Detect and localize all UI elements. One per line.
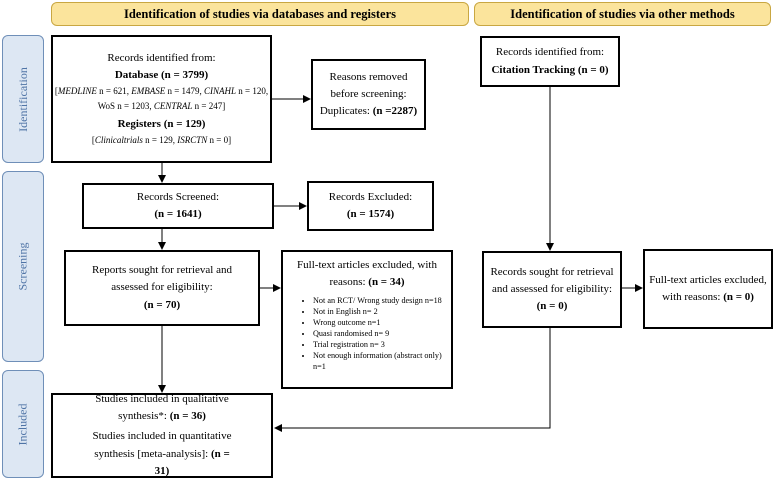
other-retrieval-line1: Records sought for retrieval bbox=[490, 265, 614, 278]
other-excluded-count: with reasons: (n = 0) bbox=[662, 291, 754, 303]
header-other-text: Identification of studies via other meth… bbox=[510, 6, 735, 21]
citation-tracking-count: Citation Tracking (n = 0) bbox=[491, 63, 609, 76]
phase-identification: Identification bbox=[2, 35, 44, 163]
other-records-identified-box: Records identified from: Citation Tracki… bbox=[480, 36, 620, 87]
database-breakdown-line1: [MEDLINE n = 621, EMBASE n = 1479, CINAH… bbox=[54, 86, 269, 97]
arrow-other-to-included bbox=[274, 328, 551, 432]
phase-screening: Screening bbox=[2, 171, 44, 362]
excluded-title: Records Excluded: bbox=[328, 190, 413, 203]
records-screened-box: Records Screened: (n = 1641) bbox=[82, 183, 274, 229]
qualitative-count: synthesis*: (n = 36) bbox=[118, 410, 206, 423]
records-identified-title: Records identified from: bbox=[107, 52, 216, 65]
list-item: Not an RCT/ Wrong study design n=18 bbox=[313, 295, 447, 306]
retrieval-count: (n = 70) bbox=[143, 298, 181, 311]
other-retrieval-count: (n = 0) bbox=[536, 300, 568, 313]
other-retrieval-line2: and assessed for eligibility: bbox=[491, 282, 613, 295]
records-excluded-box: Records Excluded: (n = 1574) bbox=[307, 181, 434, 231]
records-identified-box: Records identified from: Database (n = 3… bbox=[51, 35, 272, 163]
header-databases: Identification of studies via databases … bbox=[51, 2, 469, 26]
removed-line1: Reasons removed bbox=[329, 70, 408, 83]
list-item: Quasi randomised n= 9 bbox=[313, 328, 447, 339]
header-other-methods: Identification of studies via other meth… bbox=[474, 2, 771, 26]
fulltext-excluded-line1: Full-text articles excluded, with bbox=[297, 259, 437, 271]
removed-line2: before screening: bbox=[330, 87, 407, 100]
duplicates-count: Duplicates: (n =2287) bbox=[319, 105, 418, 118]
list-item: Not enough information (abstract only) n… bbox=[313, 350, 447, 372]
list-item: Not in English n= 2 bbox=[313, 306, 447, 317]
other-fulltext-excluded-box: Full-text articles excluded, with reason… bbox=[643, 249, 773, 329]
database-breakdown-line2: WoS n = 1203, CENTRAL n = 247] bbox=[97, 100, 226, 111]
retrieval-line1: Reports sought for retrieval and bbox=[92, 264, 232, 277]
list-item: Trial registration n= 3 bbox=[313, 339, 447, 350]
retrieval-line2: assessed for eligibility: bbox=[111, 281, 213, 294]
database-count: Database (n = 3799) bbox=[114, 69, 209, 82]
qualitative-line1: Studies included in qualitative bbox=[95, 393, 229, 406]
fulltext-excluded-box: Full-text articles excluded, with reason… bbox=[281, 250, 453, 389]
quantitative-line1: Studies included in quantitative bbox=[92, 430, 232, 443]
header-databases-text: Identification of studies via databases … bbox=[123, 6, 396, 21]
other-records-title: Records identified from: bbox=[495, 46, 605, 59]
other-excluded-line1: Full-text articles excluded, bbox=[649, 273, 767, 286]
removed-before-screening-box: Reasons removed before screening: Duplic… bbox=[311, 59, 426, 130]
registers-breakdown: [Clinicaltrials n = 129, ISRCTN n = 0] bbox=[91, 135, 232, 146]
other-retrieval-box: Records sought for retrieval and assesse… bbox=[482, 251, 622, 328]
list-item: Wrong outcome n=1 bbox=[313, 317, 447, 328]
registers-count: Registers (n = 129) bbox=[117, 118, 206, 131]
studies-included-box: Studies included in qualitative synthesi… bbox=[51, 393, 273, 478]
quantitative-count: 31) bbox=[154, 464, 170, 477]
phase-included: Included bbox=[2, 370, 44, 478]
screened-count: (n = 1641) bbox=[154, 208, 202, 220]
screened-title: Records Screened: bbox=[136, 190, 220, 203]
excluded-count: (n = 1574) bbox=[346, 208, 395, 220]
quantitative-line2: synthesis [meta-analysis]: (n = bbox=[94, 447, 230, 460]
fulltext-excluded-count: reasons: (n = 34) bbox=[329, 276, 405, 289]
reports-retrieval-box: Reports sought for retrieval and assesse… bbox=[64, 250, 260, 326]
exclusion-reasons-list: Not an RCT/ Wrong study design n=18 Not … bbox=[287, 295, 447, 372]
